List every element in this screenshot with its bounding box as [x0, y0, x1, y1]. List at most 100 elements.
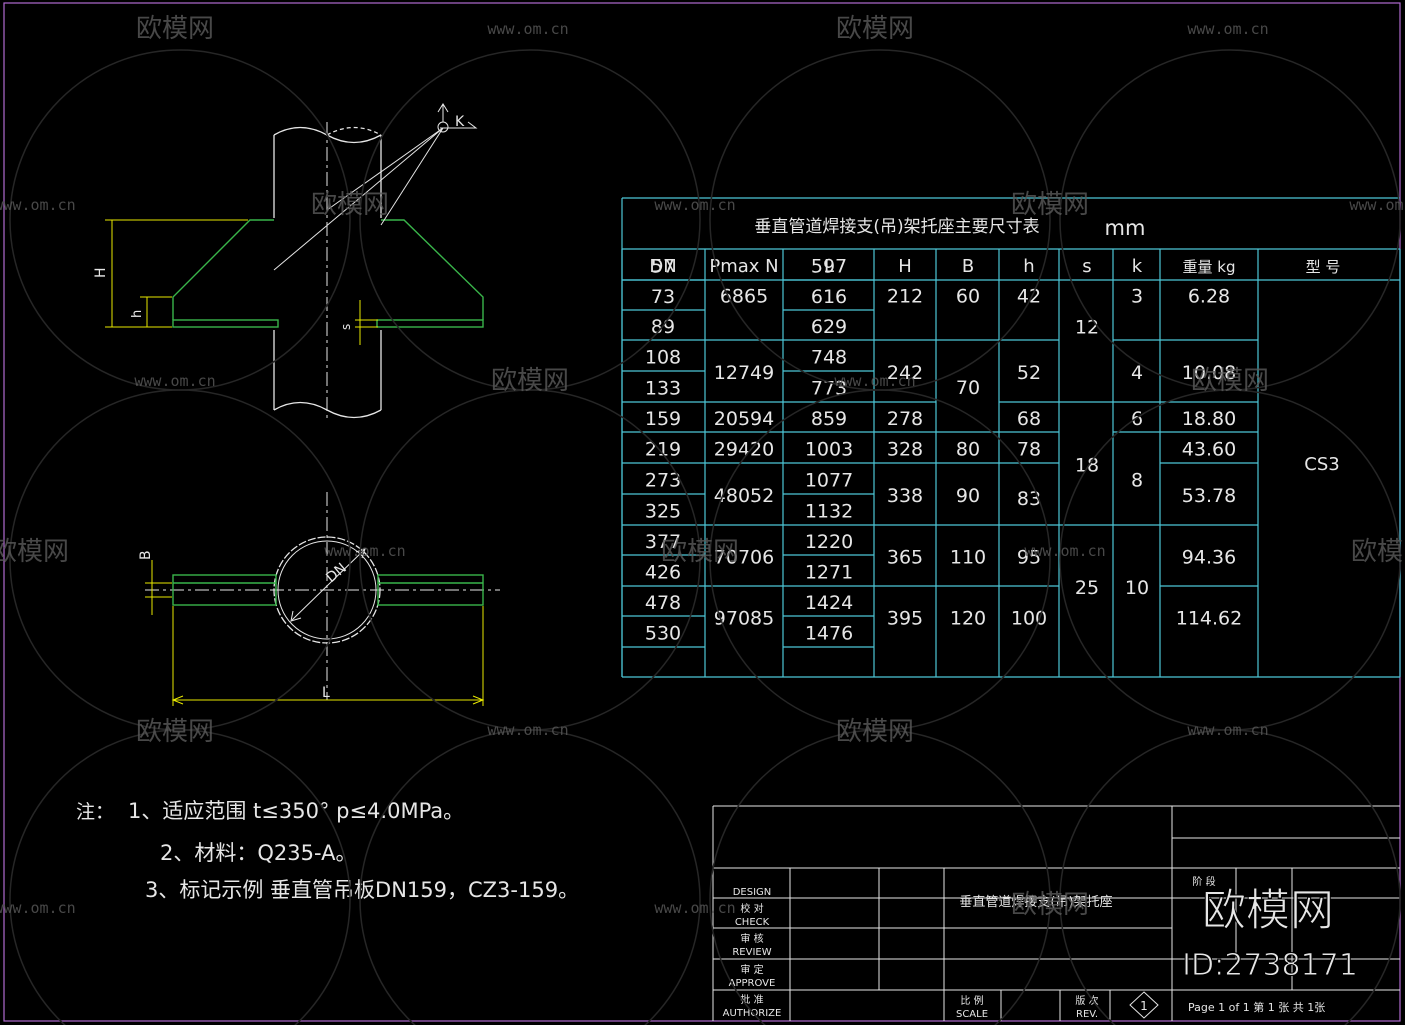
weight-cell: 10.08	[1182, 362, 1236, 384]
label-scale-cn: 比 例	[960, 994, 983, 1007]
label-h: h	[130, 310, 145, 318]
table-header: k	[1132, 256, 1143, 277]
watermark-logo: 欧模网	[311, 190, 389, 220]
label-stage: 阶 段	[1192, 875, 1215, 888]
b-cell: 120	[950, 608, 986, 630]
b-cell: 70	[956, 377, 980, 399]
watermark-circle	[359, 729, 701, 1025]
label-s: s	[339, 324, 353, 330]
k-cell: 6	[1131, 408, 1143, 430]
weight-cell: 43.60	[1182, 439, 1236, 461]
note-1: 1、适应范围 t≤350° p≤4.0MPa。	[128, 799, 464, 823]
watermark-layer: 欧模网欧模网欧模网欧模网欧模网欧模网欧模网欧模网欧模网欧模网欧模网欧模网www.…	[0, 14, 1405, 1025]
label-design: DESIGN	[733, 887, 772, 898]
s-cell: 25	[1075, 577, 1099, 599]
plan-view: DN B L	[138, 492, 500, 706]
h-cell: 83	[1017, 488, 1041, 510]
k-cell: 10	[1125, 577, 1149, 599]
dn-cell: 159	[645, 408, 681, 430]
l-cell: 629	[811, 316, 847, 338]
support-plates	[172, 219, 484, 328]
dim-b-l	[145, 560, 485, 706]
dn-cell: 219	[645, 439, 681, 461]
l-cell: 1220	[805, 531, 853, 553]
table-header: 型 号	[1306, 258, 1341, 276]
table-header: B	[962, 256, 974, 277]
label-review-cn: 审 核	[740, 932, 763, 945]
watermark-logo: 欧模网	[1011, 190, 1089, 220]
watermark-logo: 欧模网	[491, 366, 569, 396]
label-scale: SCALE	[956, 1009, 988, 1020]
b-cell: 80	[956, 439, 980, 461]
weight-cell: 114.62	[1176, 608, 1242, 630]
watermark-url: www.om.cn	[1187, 20, 1268, 38]
watermark-url: www.om.cn	[1187, 721, 1268, 739]
watermark-logo: 欧模网	[836, 14, 914, 44]
notes-prefix: 注：	[76, 801, 114, 823]
watermark-logo: 欧模网	[1191, 366, 1269, 396]
table-header: H	[898, 256, 912, 277]
dn-cell: 133	[645, 378, 681, 400]
watermark-logo-large: 欧模网	[1202, 885, 1334, 936]
dim-dn	[290, 548, 366, 622]
b-cell: 90	[956, 485, 980, 507]
l-cell: 1271	[805, 562, 853, 584]
label-rev: REV.	[1076, 1009, 1098, 1020]
label-k: K	[455, 114, 465, 130]
k-cell: 4	[1131, 362, 1143, 384]
h-cell: 68	[1017, 408, 1041, 430]
watermark-logo: 欧模网	[136, 717, 214, 747]
table-title: 垂直管道焊接支(吊)架托座主要尺寸表	[754, 217, 1039, 237]
H-cell: 365	[887, 547, 923, 569]
h-cell: 78	[1017, 439, 1041, 461]
H-cell: 278	[887, 408, 923, 430]
table-header: L	[824, 256, 834, 277]
pmax-cell: 20594	[714, 408, 774, 430]
dn-cell: 57	[651, 256, 675, 278]
note-2: 2、材料：Q235-A。	[160, 841, 356, 865]
pmax-cell: 48052	[714, 485, 774, 507]
label-H: H	[93, 267, 109, 278]
H-cell: 328	[887, 439, 923, 461]
H-cell: 242	[887, 362, 923, 384]
rev-diamond	[1129, 991, 1159, 1019]
weight-cell: 53.78	[1182, 485, 1236, 507]
watermark-url: www.om.cn	[324, 542, 405, 560]
table-header: h	[1023, 256, 1034, 277]
h-cell: 52	[1017, 362, 1041, 384]
pmax-cell: 70706	[714, 547, 774, 569]
watermark-url: www.om.cn	[1024, 542, 1105, 560]
dn-cell: 108	[645, 347, 681, 369]
watermark-id: ID:2738171	[1182, 948, 1358, 983]
watermark-logo: 欧模网	[0, 537, 69, 567]
label-approve: APPROVE	[729, 978, 776, 989]
weight-cell: 94.36	[1182, 547, 1236, 569]
watermark-logo: 欧模网	[1011, 890, 1089, 920]
label-L: L	[322, 685, 330, 701]
l-cell: 1132	[805, 501, 853, 523]
label-rev-cn: 版 次	[1075, 994, 1098, 1007]
watermark-url: www.om.cn	[654, 899, 735, 917]
watermark-logo: 欧模网	[136, 14, 214, 44]
s-cell: 18	[1075, 455, 1099, 477]
dn-cell: 73	[651, 286, 675, 308]
label-dn: DN	[323, 560, 350, 586]
drawing-title: 垂直管道焊接支(吊)架托座	[959, 894, 1112, 910]
label-approve-cn: 审 定	[740, 963, 763, 976]
h-cell: 42	[1017, 286, 1041, 308]
l-cell: 748	[811, 347, 847, 369]
l-cell: 1476	[805, 623, 853, 645]
watermark-logo: 欧模网	[1351, 537, 1405, 567]
rev-number: 1	[1140, 999, 1148, 1013]
plan-plates	[172, 574, 484, 606]
label-check-cn: 校 对	[740, 902, 763, 915]
l-cell: 773	[811, 378, 847, 400]
h-cell: 95	[1017, 547, 1041, 569]
pmax-cell: 97085	[714, 608, 774, 630]
l-cell: 1077	[805, 470, 853, 492]
watermark-url: www.om.cn	[134, 372, 215, 390]
label-review: REVIEW	[732, 947, 771, 958]
watermark-url: www.om.cn	[0, 196, 76, 214]
